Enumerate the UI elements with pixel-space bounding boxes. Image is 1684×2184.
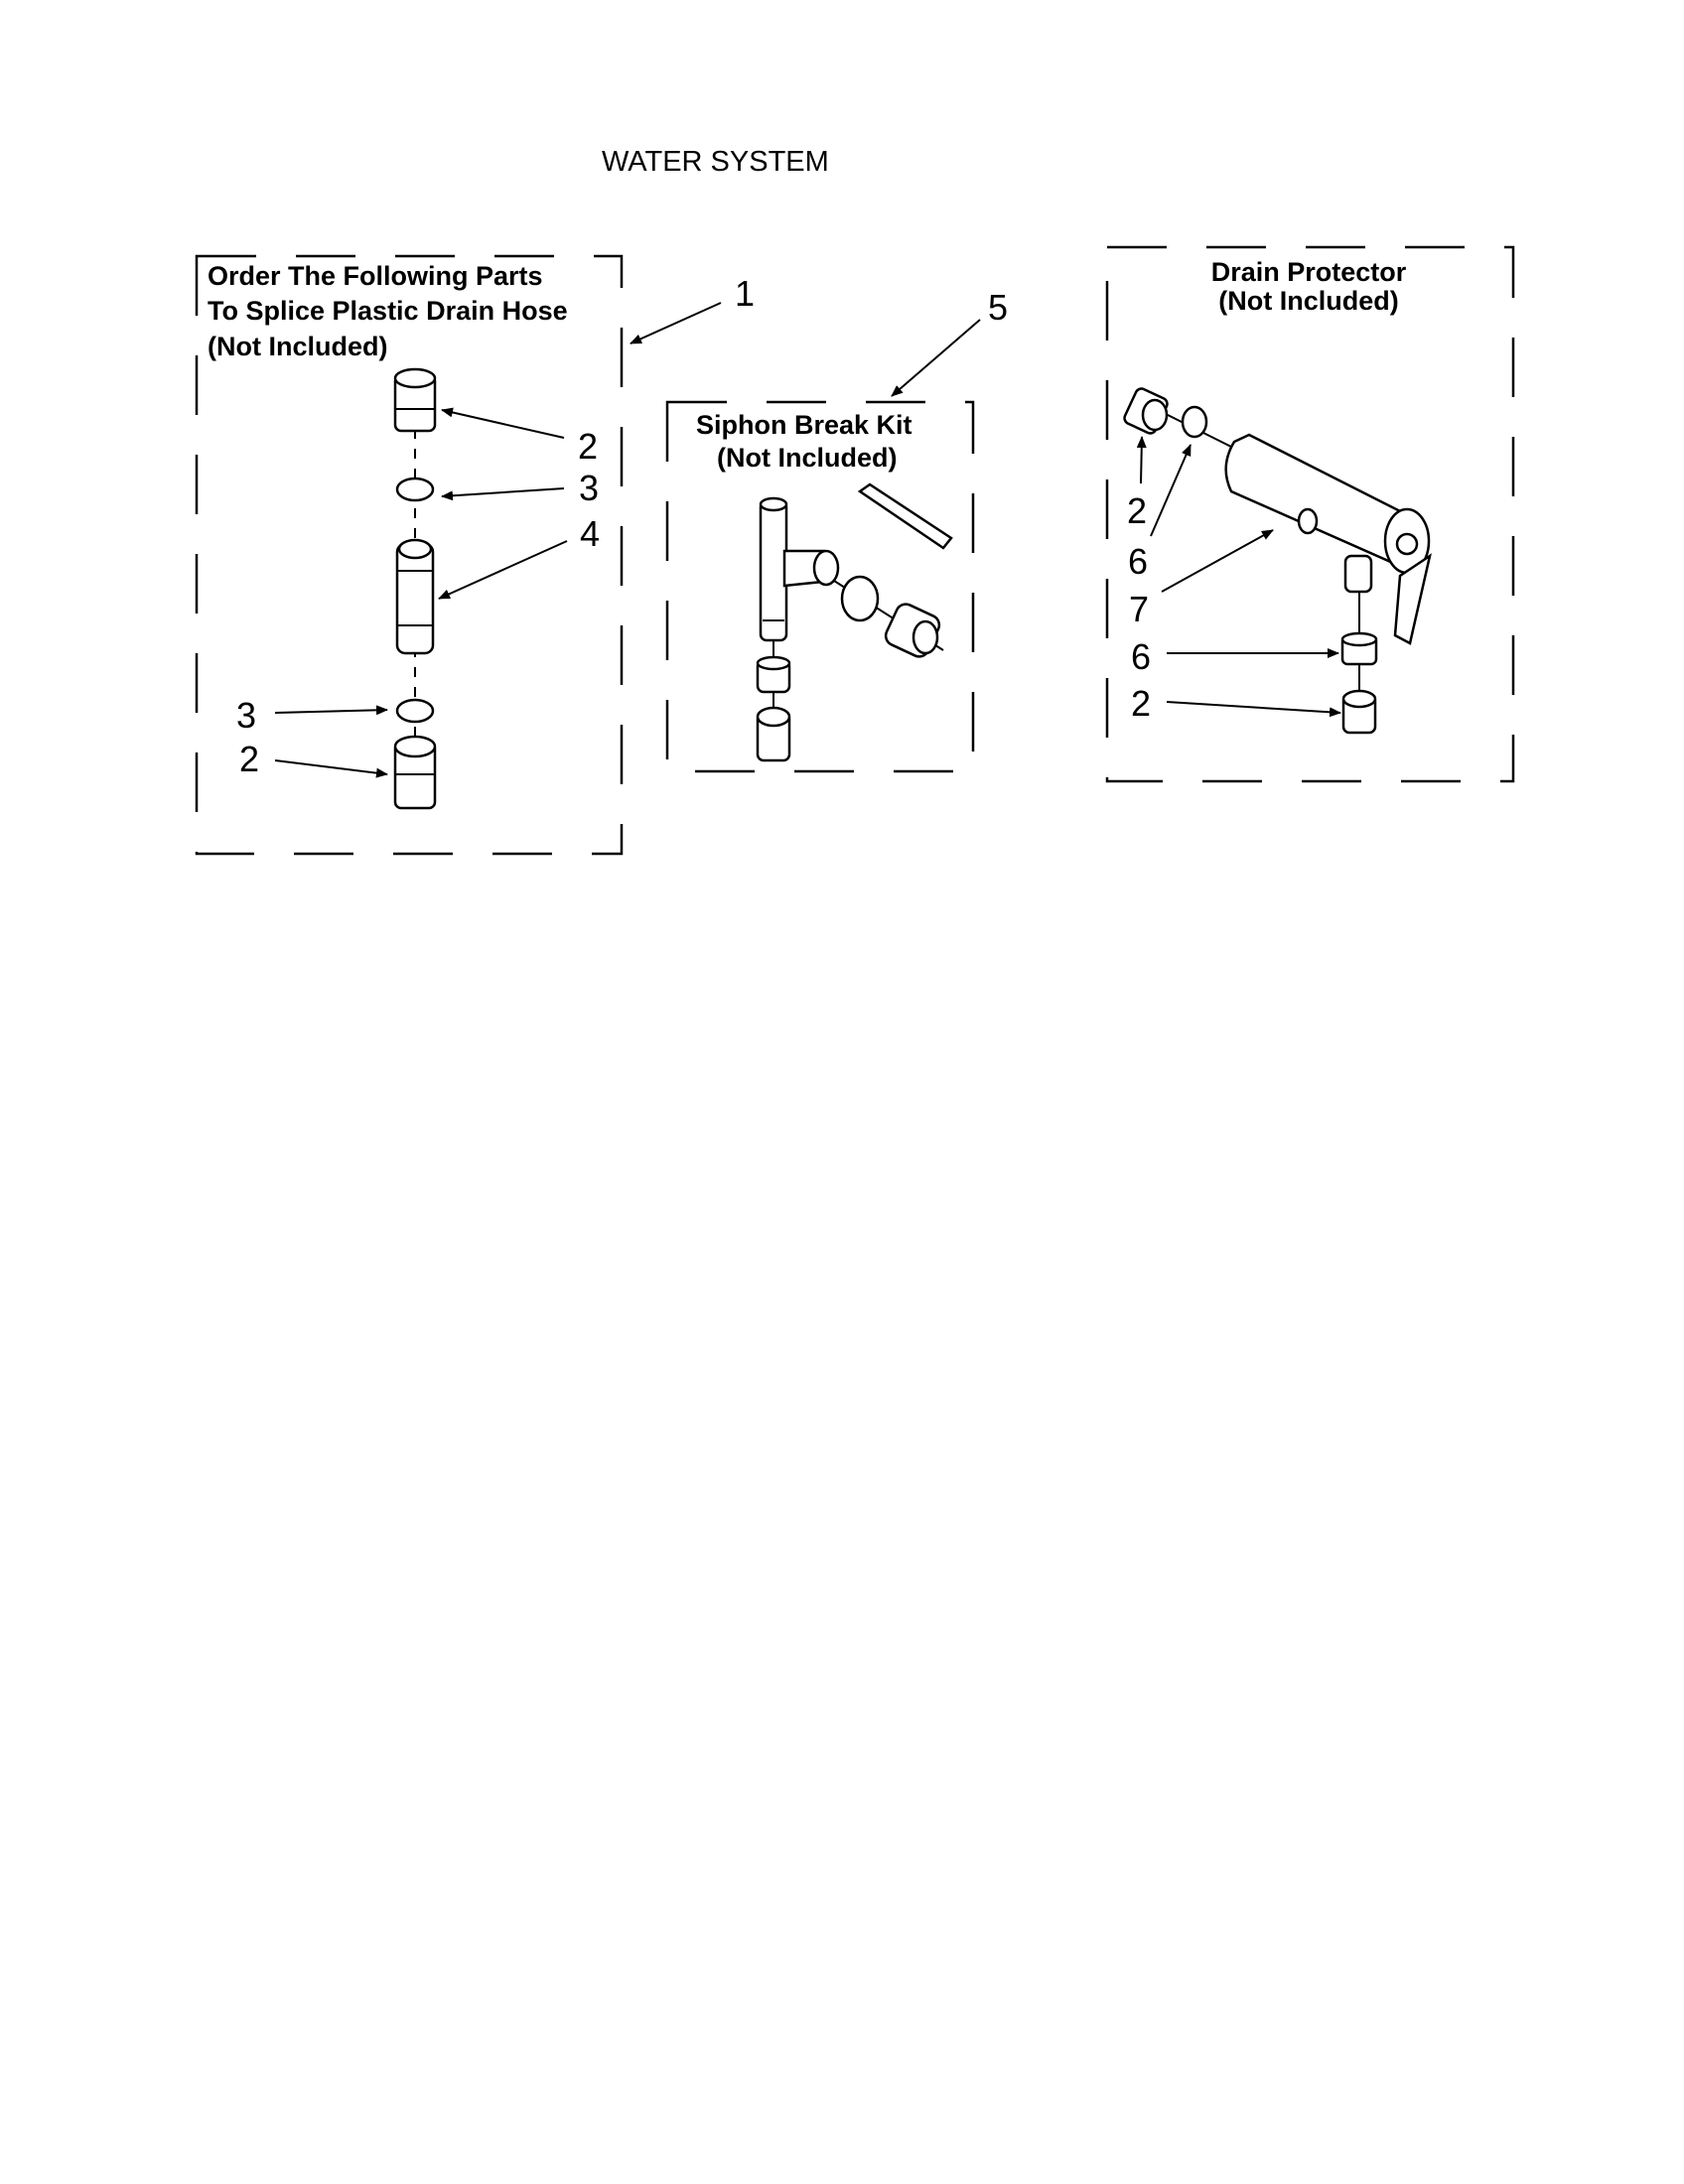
drain-cap-bottom [1341, 689, 1377, 735]
callout-5: 5 [988, 287, 1008, 328]
hose-coupling [395, 538, 435, 655]
arrow-3-top [441, 487, 565, 501]
drain-nut-top [1181, 405, 1208, 439]
page-title: WATER SYSTEM [602, 146, 829, 178]
splice-group-border [195, 254, 624, 856]
drain-callout-6-bottom: 6 [1131, 636, 1151, 677]
hose-connector-bottom [393, 735, 437, 810]
arrow-drain-2-bottom [1166, 701, 1341, 718]
splice-heading-line-1: Order The Following Parts [208, 261, 543, 291]
arrow-2-bottom [274, 759, 388, 778]
arrow-1 [630, 302, 722, 344]
drain-cap-top [1123, 387, 1169, 435]
drain-callout-7: 7 [1129, 589, 1149, 629]
siphon-connector [884, 603, 941, 658]
callout-1: 1 [735, 273, 755, 314]
drain-callout-2-top: 2 [1127, 490, 1147, 531]
drain-callout-2-bottom: 2 [1131, 683, 1151, 724]
drain-heading-line-1: Drain Protector [1211, 257, 1407, 287]
siphon-nut [840, 575, 880, 622]
hose-clamp-bottom [395, 698, 435, 724]
siphon-bottom-cap [756, 706, 791, 762]
drain-group-border [1105, 245, 1515, 783]
callout-4: 4 [580, 513, 600, 554]
arrow-drain-7 [1161, 529, 1274, 593]
callout-3-top: 3 [579, 468, 599, 508]
callout-2-top: 2 [578, 426, 598, 467]
drain-heading-line-2: (Not Included) [1218, 286, 1398, 316]
siphon-bottom-ring [756, 655, 791, 694]
splice-parts-group: Order The Following Parts To Splice Plas… [195, 254, 755, 856]
siphon-tie-strap [857, 482, 953, 550]
callout-2-bottom: 2 [239, 739, 259, 779]
hose-clamp-top [395, 477, 435, 502]
hose-connector-top [393, 367, 437, 433]
callout-3-bottom: 3 [236, 695, 256, 736]
drain-protector-body [1224, 433, 1432, 645]
arrow-drain-6-top [1150, 444, 1192, 537]
arrow-3-bottom [274, 705, 388, 716]
splice-heading-line-3: (Not Included) [208, 332, 387, 361]
arrow-5 [891, 319, 981, 397]
arrow-drain-2-top [1136, 436, 1147, 484]
arrow-2-top [441, 407, 565, 439]
siphon-heading-line-1: Siphon Break Kit [696, 410, 912, 440]
siphon-tee [759, 496, 840, 642]
drain-nut-bottom [1340, 631, 1378, 666]
siphon-break-kit-group: Siphon Break Kit (Not Included) 5 [665, 287, 1008, 773]
arrow-4 [438, 540, 568, 600]
siphon-heading-line-2: (Not Included) [717, 443, 897, 473]
drain-protector-group: Drain Protector (Not Included) 2 6 7 6 [1105, 245, 1515, 783]
siphon-group-border [665, 400, 975, 773]
splice-heading-line-2: To Splice Plastic Drain Hose [208, 296, 568, 326]
drain-callout-6-top: 6 [1128, 541, 1148, 582]
